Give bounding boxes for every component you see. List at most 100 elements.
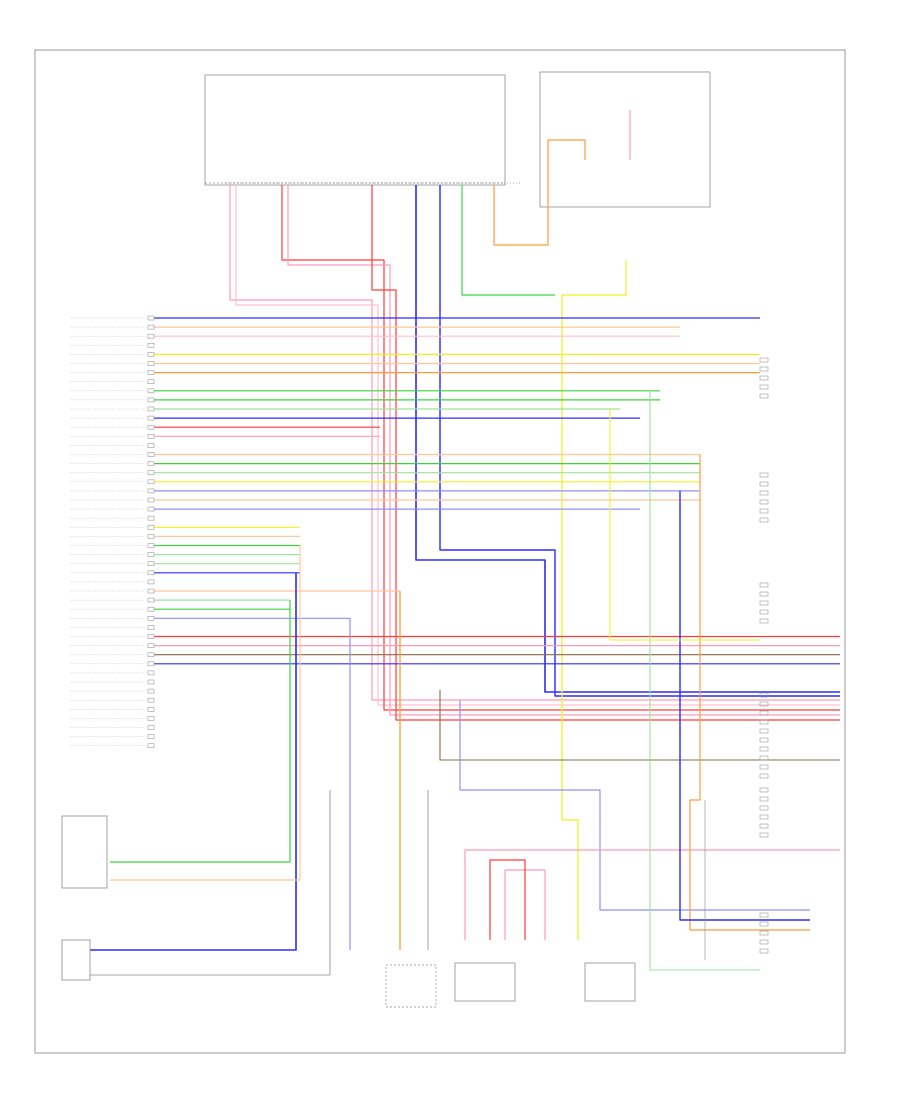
pin-7: [147, 370, 155, 375]
right-pin-3-5: [759, 737, 769, 743]
bottom-left-sensor: [61, 815, 330, 981]
fuse-box-top-left: [204, 74, 506, 186]
pin-32: [147, 597, 155, 603]
right-pin-4-5: [759, 832, 769, 838]
pin-11: [147, 406, 155, 412]
right-pin-4-1: [759, 796, 769, 802]
right-pin-3-3: [759, 719, 769, 725]
right-pin-1-2: [759, 490, 769, 496]
right-pin-4-3: [759, 814, 769, 820]
right-pin-1-1: [759, 481, 769, 487]
bottom-connector-3: [454, 962, 516, 1002]
pin-47: [147, 734, 155, 739]
pin-14: [147, 433, 155, 439]
right-pin-0-1: [759, 366, 769, 372]
right-pin-1-4: [759, 508, 769, 514]
right-pin-5-0: [759, 912, 769, 918]
wire-pink-3: [287, 185, 840, 716]
pin-33: [147, 606, 155, 612]
pin-19: [147, 479, 155, 485]
right-pin-3-0: [759, 692, 769, 698]
right-pin-1-0: [759, 472, 769, 478]
pin-48: [147, 743, 155, 749]
right-connectors: [759, 357, 769, 954]
wire-peach-bottom: [110, 545, 301, 881]
pin-18: [147, 470, 155, 476]
left-module-connector: [70, 315, 155, 749]
right-pin-3-8: [759, 764, 769, 770]
pin-38: [147, 652, 155, 658]
diagram-frame: [34, 49, 846, 1054]
wire-yellow-2: [562, 260, 627, 296]
pin-17: [147, 461, 155, 466]
pin-46: [147, 725, 155, 730]
pin-2: [147, 324, 155, 330]
right-pin-0-3: [759, 384, 769, 390]
right-pin-4-4: [759, 823, 769, 829]
pin-10: [147, 397, 155, 403]
pin-15: [147, 443, 155, 448]
right-pin-1-5: [759, 517, 769, 523]
pin-9: [147, 388, 155, 394]
right-pin-3-4: [759, 728, 769, 734]
pin-40: [147, 670, 155, 676]
pin-42: [147, 688, 155, 694]
bottom-sensor-2: [385, 964, 437, 1008]
wire-lightgreen-right-down: [649, 390, 760, 971]
wire-red-loop: [489, 859, 526, 940]
wire-orange-top: [493, 139, 586, 246]
right-pin-2-4: [759, 618, 769, 624]
right-pin-5-4: [759, 948, 769, 954]
pin-5: [147, 352, 155, 357]
right-pin-0-0: [759, 357, 769, 363]
pin-21: [147, 497, 155, 503]
pin-25: [147, 534, 155, 539]
wire-green-bottom: [110, 600, 291, 863]
right-pin-5-2: [759, 930, 769, 936]
right-pin-4-2: [759, 805, 769, 811]
wire-blue-right-down: [679, 490, 810, 921]
pin-29: [147, 570, 155, 576]
pin-1: [147, 315, 155, 321]
pin-41: [147, 679, 155, 685]
pin-22: [147, 506, 155, 512]
wire-pink-1: [229, 185, 840, 701]
right-pin-2-3: [759, 609, 769, 615]
right-pin-0-4: [759, 393, 769, 399]
pin-31: [147, 588, 155, 594]
wire-bundle: [90, 110, 840, 975]
pin-23: [147, 515, 155, 521]
right-pin-5-1: [759, 921, 769, 927]
wire-orange-right-down: [689, 454, 810, 931]
right-pin-5-3: [759, 939, 769, 945]
right-pin-3-7: [759, 755, 769, 761]
pin-39: [147, 661, 155, 667]
pin-43: [147, 697, 155, 703]
pin-28: [147, 561, 155, 567]
wire-green-top: [461, 185, 555, 296]
pin-16: [147, 452, 155, 457]
pin-4: [147, 342, 155, 348]
wire-blue-main: [415, 185, 840, 693]
pin-26: [147, 543, 155, 548]
wire-pink-2: [235, 185, 840, 706]
pin-8: [147, 379, 155, 385]
pin-34: [147, 615, 155, 621]
pin-45: [147, 716, 155, 721]
right-pin-3-1: [759, 701, 769, 707]
right-pin-3-6: [759, 746, 769, 752]
right-pin-2-0: [759, 582, 769, 588]
wire-pink-bottom: [464, 849, 840, 940]
pin-44: [147, 706, 155, 712]
pin-30: [147, 579, 155, 585]
right-pin-3-2: [759, 710, 769, 716]
wire-brown-right: [439, 690, 840, 761]
right-pin-2-2: [759, 600, 769, 606]
bottom-connector-4: [584, 962, 636, 1002]
wire-blue-bottom: [90, 572, 297, 951]
pin-35: [147, 625, 155, 630]
right-pin-0-2: [759, 375, 769, 381]
pin-24: [147, 524, 155, 530]
pin-13: [147, 424, 155, 430]
pin-20: [147, 488, 155, 494]
